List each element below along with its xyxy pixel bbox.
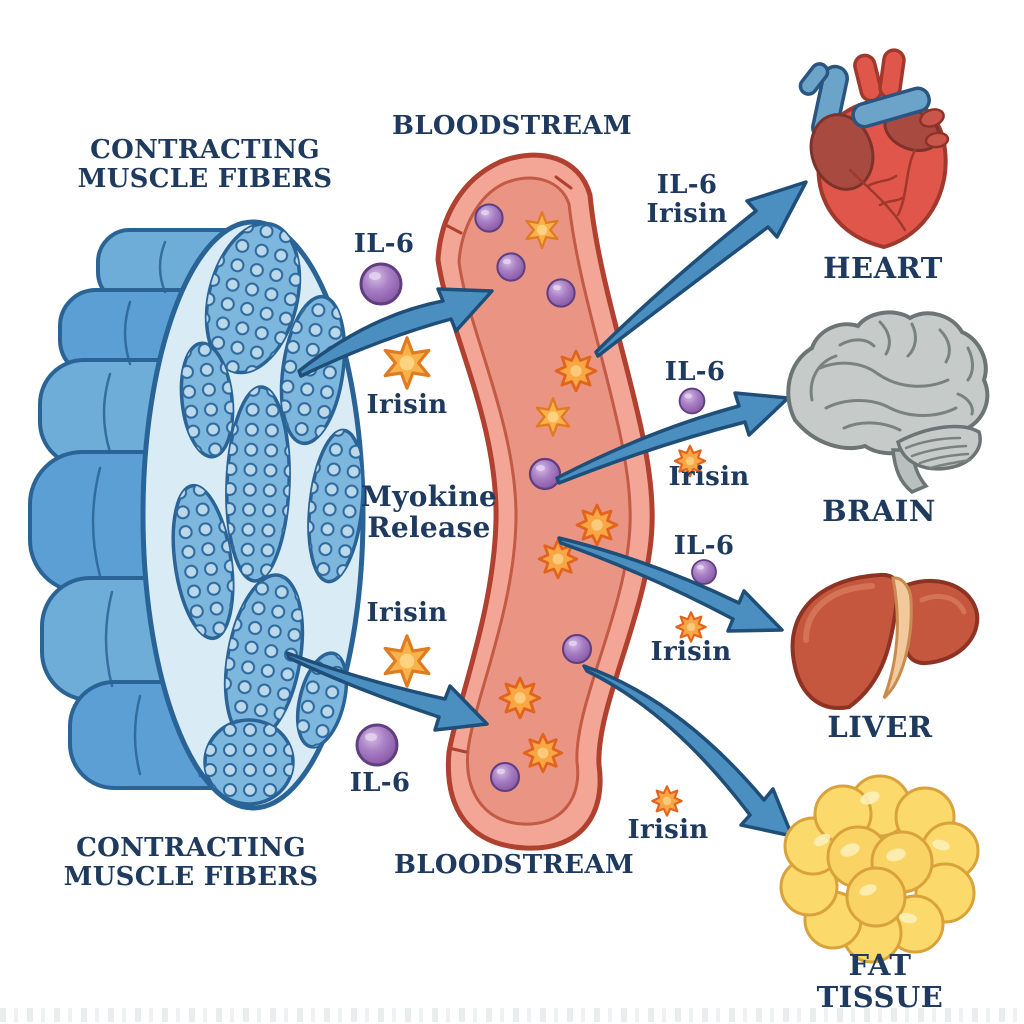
il6-molecule-icon xyxy=(528,457,562,491)
il6-molecule-icon xyxy=(546,278,576,308)
irisin-molecule-icon xyxy=(383,634,431,688)
arrow-bloodstream-to-liver xyxy=(557,536,784,633)
irisin-label-mid: Irisin xyxy=(366,598,448,628)
bottom-edge-artifact xyxy=(0,1008,1024,1022)
fat-tissue-label: FAT TISSUE xyxy=(816,948,944,1015)
il6-molecule-icon xyxy=(678,387,706,415)
il6-molecule-icon xyxy=(496,252,526,282)
il6-label-top: IL-6 xyxy=(353,229,415,259)
heart-label: HEART xyxy=(823,251,943,285)
irisin-molecule-icon xyxy=(651,785,683,817)
heart-myokines-label: IL-6 Irisin xyxy=(646,170,728,230)
arrow-bloodstream-to-brain xyxy=(555,391,790,485)
arrow-muscle-to-bloodstream-bottom xyxy=(285,651,489,732)
il6-label-bottom: IL-6 xyxy=(349,768,411,798)
il6-molecule-icon xyxy=(489,761,521,793)
irisin-molecule-icon xyxy=(554,349,598,393)
brain-irisin-label: Irisin xyxy=(668,462,750,492)
il6-molecule-icon xyxy=(561,633,593,665)
liver-illustration xyxy=(790,572,980,710)
il6-molecule-icon xyxy=(359,262,403,306)
contracting-muscle-fibers-label-top: CONTRACTING MUSCLE FIBERS xyxy=(77,135,333,195)
liver-il6-label: IL-6 xyxy=(673,531,735,561)
liver-irisin-label: Irisin xyxy=(650,637,732,667)
liver-label: LIVER xyxy=(827,710,933,744)
irisin-molecule-icon xyxy=(575,503,619,547)
fat-irisin-label: Irisin xyxy=(627,815,709,845)
fat-tissue-illustration xyxy=(779,774,980,964)
irisin-molecule-icon xyxy=(383,336,431,390)
contracting-muscle-fibers-label-bottom: CONTRACTING MUSCLE FIBERS xyxy=(63,833,319,893)
arrow-bloodstream-to-fat xyxy=(582,664,794,838)
brain-illustration xyxy=(786,310,990,495)
irisin-label-top: Irisin xyxy=(366,390,448,420)
irisin-molecule-icon xyxy=(498,676,542,720)
il6-molecule-icon xyxy=(355,723,399,767)
muscle-fibers-illustration xyxy=(28,219,366,811)
arrow-bloodstream-to-heart xyxy=(594,180,808,358)
bloodstream-label-top: BLOODSTREAM xyxy=(392,111,632,141)
myokine-release-label: Myokine Release xyxy=(360,480,498,545)
brain-il6-label: IL-6 xyxy=(664,357,726,387)
il6-molecule-icon xyxy=(474,203,504,233)
arrow-muscle-to-bloodstream-top xyxy=(297,287,494,378)
heart-illustration xyxy=(798,48,950,250)
bloodstream-label-bottom: BLOODSTREAM xyxy=(394,850,634,880)
brain-label: BRAIN xyxy=(822,494,936,528)
il6-molecule-icon xyxy=(691,559,717,585)
irisin-molecule-icon xyxy=(522,732,564,774)
